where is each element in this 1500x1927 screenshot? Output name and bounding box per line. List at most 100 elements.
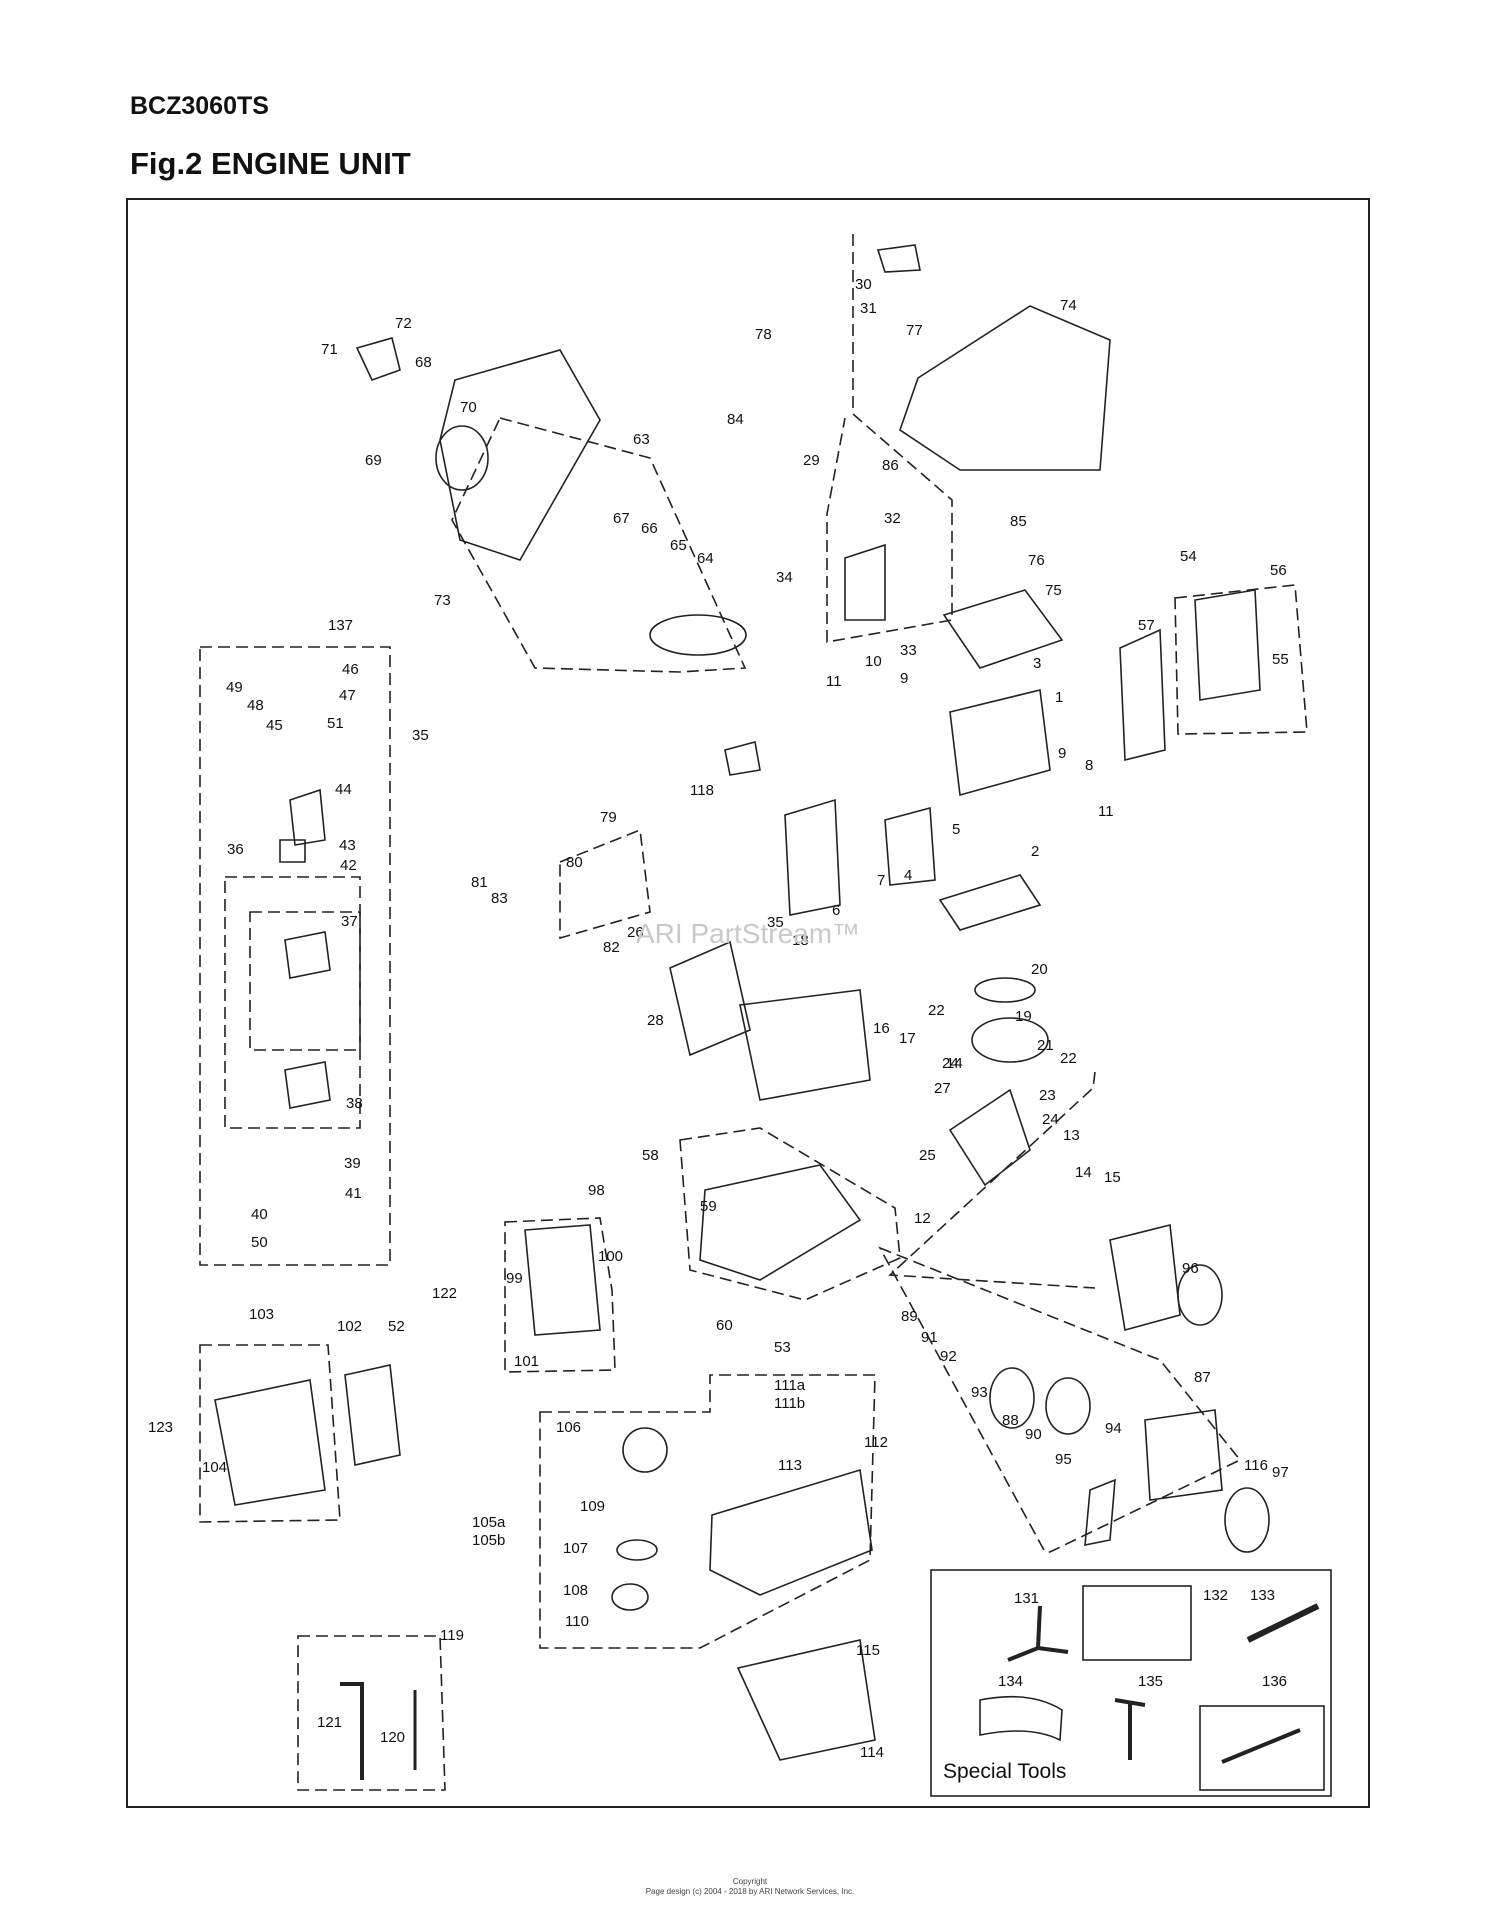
callout-137: 137 xyxy=(328,617,353,634)
callout-58: 58 xyxy=(642,1147,659,1164)
callout-66: 66 xyxy=(641,520,658,537)
part-70-sleeve xyxy=(435,425,489,491)
tool-136-tool xyxy=(1221,1728,1301,1764)
part-4-insulator xyxy=(884,806,936,886)
callout-89: 89 xyxy=(901,1308,918,1325)
callout-85: 85 xyxy=(1010,513,1027,530)
tool-131-spanner xyxy=(1007,1605,1069,1662)
callout-24b: 24 xyxy=(1042,1111,1059,1128)
callout-76: 76 xyxy=(1028,552,1045,569)
part-116-gasket xyxy=(1224,1487,1270,1553)
callout-24: 24 xyxy=(942,1055,959,1072)
callout-83: 83 xyxy=(491,890,508,907)
part-106-fuel-cap xyxy=(622,1427,668,1473)
callout-4: 4 xyxy=(904,867,912,884)
part-108-gasket xyxy=(611,1583,649,1611)
callout-10: 10 xyxy=(865,653,882,670)
callout-120: 120 xyxy=(380,1729,405,1746)
callout-12: 12 xyxy=(914,1210,931,1227)
callout-136: 136 xyxy=(1262,1673,1287,1690)
callout-54: 54 xyxy=(1180,548,1197,565)
watermark: ARI PartStream™ xyxy=(636,918,861,949)
callout-103: 103 xyxy=(249,1306,274,1323)
callout-22: 22 xyxy=(928,1002,945,1019)
callout-64: 64 xyxy=(697,550,714,567)
callout-11b: 11 xyxy=(1098,803,1114,820)
callout-16: 16 xyxy=(873,1020,890,1037)
tool-133-driver xyxy=(1246,1603,1320,1643)
callout-95: 95 xyxy=(1055,1451,1072,1468)
callout-72: 72 xyxy=(395,315,412,332)
part-93-reel xyxy=(989,1367,1035,1429)
group-12-outline xyxy=(888,1071,1096,1289)
callout-50: 50 xyxy=(251,1234,268,1251)
callout-122: 122 xyxy=(432,1285,457,1302)
callout-74: 74 xyxy=(1060,297,1077,314)
part-96-seal xyxy=(1177,1264,1223,1326)
group-98-outline xyxy=(504,1217,616,1373)
part-shapes xyxy=(214,244,1320,1780)
group-36-outline xyxy=(224,876,361,1129)
callout-77: 77 xyxy=(906,322,923,339)
callout-97: 97 xyxy=(1272,1464,1289,1481)
tool-121-wrench xyxy=(340,1682,364,1780)
callout-8: 8 xyxy=(1085,757,1093,774)
group-37-outline xyxy=(249,911,361,1051)
callout-17: 17 xyxy=(899,1030,916,1047)
callout-81: 81 xyxy=(471,874,488,891)
figure-title: Fig.2 ENGINE UNIT xyxy=(130,146,411,181)
callout-114: 114 xyxy=(860,1744,884,1761)
part-12-crankcase xyxy=(739,989,871,1101)
callout-123: 123 xyxy=(148,1419,173,1436)
callout-91: 91 xyxy=(921,1329,938,1346)
callout-34: 34 xyxy=(776,569,793,586)
part-87-recoil-starter xyxy=(1144,1409,1223,1501)
part-75-gasket xyxy=(942,589,1064,669)
callout-104: 104 xyxy=(202,1459,227,1476)
callout-27: 27 xyxy=(934,1080,951,1097)
callout-37: 37 xyxy=(341,913,358,930)
callout-32: 32 xyxy=(884,510,901,527)
group-87-outline xyxy=(878,1246,1242,1553)
model-number: BCZ3060TS xyxy=(130,92,269,120)
callout-119: 119 xyxy=(440,1627,464,1644)
part-102-element xyxy=(344,1364,401,1466)
callout-79: 79 xyxy=(600,809,617,826)
callout-132: 132 xyxy=(1203,1587,1228,1604)
part-54-muffler xyxy=(1194,589,1261,701)
callout-86: 86 xyxy=(882,457,899,474)
callout-60: 60 xyxy=(716,1317,733,1334)
callout-116: 116 xyxy=(1244,1457,1268,1474)
callout-47: 47 xyxy=(339,687,356,704)
part-28-flywheel xyxy=(669,940,751,1057)
part-90-pulley xyxy=(1045,1377,1091,1435)
part-103-air-cleaner-cover xyxy=(214,1379,326,1506)
callout-105a: 105a xyxy=(472,1514,506,1531)
part-68-bracket xyxy=(355,337,401,381)
callout-3: 3 xyxy=(1033,655,1041,672)
callout-73: 73 xyxy=(434,592,451,609)
part-57-heat-shield xyxy=(1119,628,1166,762)
callout-41: 41 xyxy=(345,1185,362,1202)
callout-30: 30 xyxy=(855,276,872,293)
part-43-pump-body xyxy=(289,788,326,846)
part-105-fuel-tank xyxy=(709,1468,873,1596)
callout-67: 67 xyxy=(613,510,630,527)
callout-75: 75 xyxy=(1045,582,1062,599)
diagram-frame xyxy=(126,198,1370,1808)
callout-5: 5 xyxy=(952,821,960,838)
callout-57: 57 xyxy=(1138,617,1155,634)
callout-63: 63 xyxy=(633,431,650,448)
callout-2: 2 xyxy=(1031,843,1039,860)
callout-100: 100 xyxy=(598,1248,623,1265)
callout-115: 115 xyxy=(856,1642,880,1659)
callout-134: 134 xyxy=(998,1673,1023,1690)
callout-44: 44 xyxy=(335,781,352,798)
callout-26: 26 xyxy=(627,924,644,941)
callout-31: 31 xyxy=(860,300,877,317)
callout-68: 68 xyxy=(415,354,432,371)
copyright-line-2: Page design (c) 2004 - 2018 by ARI Netwo… xyxy=(645,1887,855,1896)
callout-82: 82 xyxy=(603,939,620,956)
part-63-clutch-housing xyxy=(439,349,601,561)
callout-111b: 111b xyxy=(774,1395,805,1412)
